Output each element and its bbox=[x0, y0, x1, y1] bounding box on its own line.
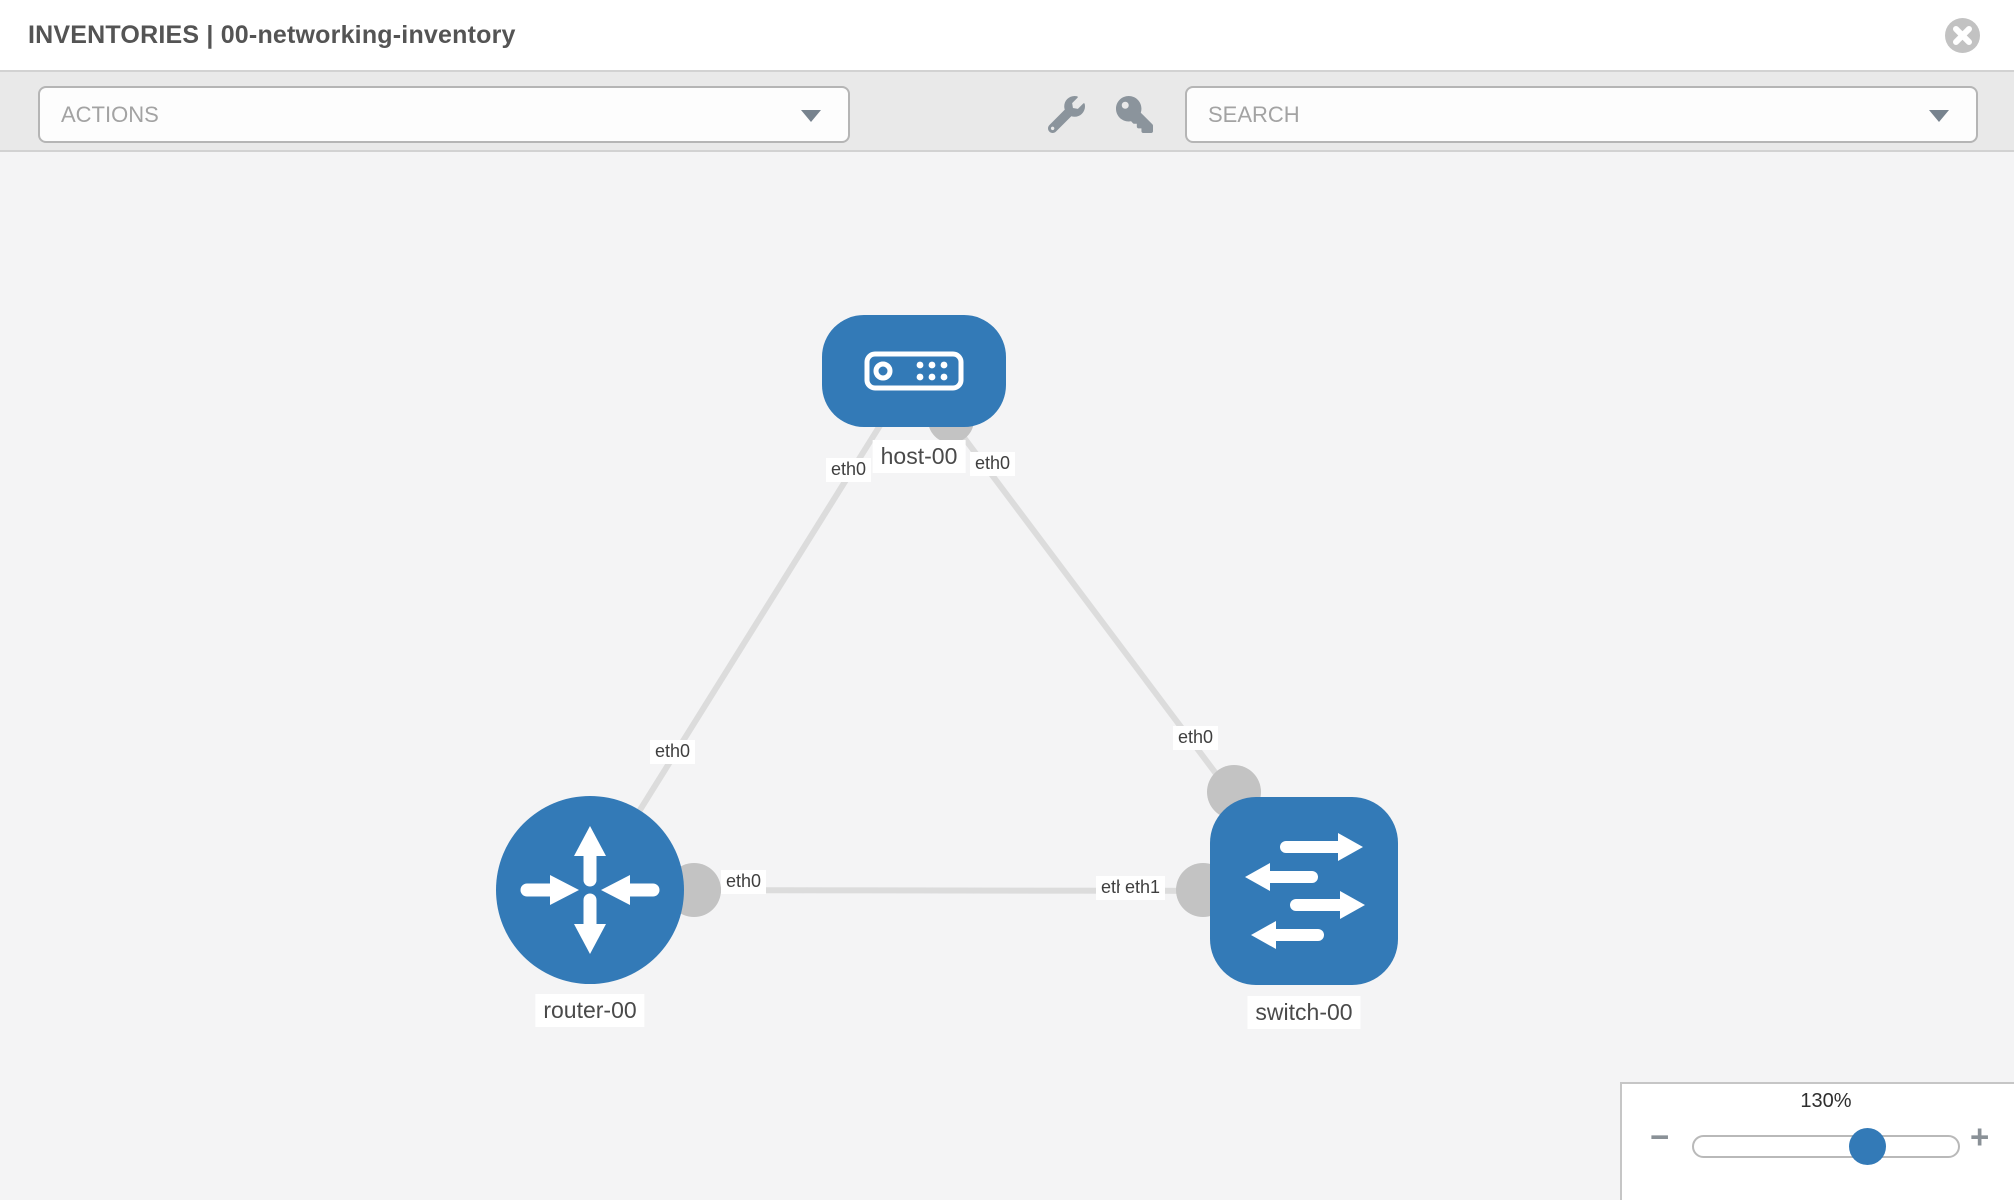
interface-label-host-to-router: eth0 bbox=[826, 458, 872, 482]
chevron-down-icon bbox=[1929, 109, 1949, 122]
credentials-button[interactable] bbox=[1116, 96, 1153, 133]
topology-canvas[interactable]: host-00 router-00 switch-00 eth0 eth0 et… bbox=[0, 152, 2014, 1200]
zoom-slider-track[interactable] bbox=[1692, 1128, 1960, 1165]
interface-label-router-to-host: eth0 bbox=[650, 740, 696, 764]
search-dropdown-label: SEARCH bbox=[1208, 101, 1300, 127]
link-host-router bbox=[587, 369, 917, 892]
zoom-level-value: 130% bbox=[1800, 1090, 1852, 1112]
node-label-router-00: router-00 bbox=[535, 994, 645, 1027]
configure-button[interactable] bbox=[1047, 96, 1085, 134]
router-icon bbox=[520, 826, 660, 954]
chevron-down-icon bbox=[801, 109, 821, 122]
toolbar: ACTIONS SEARCH bbox=[0, 70, 2014, 152]
key-icon bbox=[1116, 96, 1153, 133]
node-host-00[interactable] bbox=[822, 315, 1006, 427]
wrench-icon bbox=[1047, 96, 1085, 134]
zoom-slider-thumb[interactable] bbox=[1849, 1128, 1886, 1165]
header-bar: INVENTORIES | 00-networking-inventory bbox=[0, 0, 2014, 70]
search-dropdown[interactable]: SEARCH bbox=[1185, 86, 1978, 143]
interface-label-host-to-switch: eth0 bbox=[970, 452, 1016, 476]
actions-dropdown[interactable]: ACTIONS bbox=[38, 86, 850, 143]
close-button[interactable] bbox=[1945, 18, 1980, 53]
close-icon bbox=[1945, 18, 1980, 53]
interface-label-router-to-switch: eth0 bbox=[721, 870, 767, 894]
switch-icon bbox=[1245, 833, 1365, 949]
zoom-out-button[interactable]: − bbox=[1650, 1118, 1670, 1155]
page-title: INVENTORIES | 00-networking-inventory bbox=[28, 20, 516, 49]
node-label-switch-00: switch-00 bbox=[1247, 996, 1361, 1029]
topology-links-layer bbox=[587, 369, 1307, 917]
zoom-panel: 130% − + bbox=[1620, 1082, 2014, 1200]
node-router-00[interactable] bbox=[496, 796, 684, 984]
interface-label-switch-to-host: eth0 bbox=[1173, 726, 1219, 750]
interface-label-switch-to-router: eth1 bbox=[1120, 876, 1166, 900]
node-switch-00[interactable] bbox=[1210, 797, 1398, 985]
host-icon bbox=[864, 351, 964, 391]
actions-dropdown-label: ACTIONS bbox=[61, 101, 159, 127]
node-label-host-00: host-00 bbox=[872, 440, 966, 473]
zoom-in-button[interactable]: + bbox=[1970, 1118, 1990, 1155]
